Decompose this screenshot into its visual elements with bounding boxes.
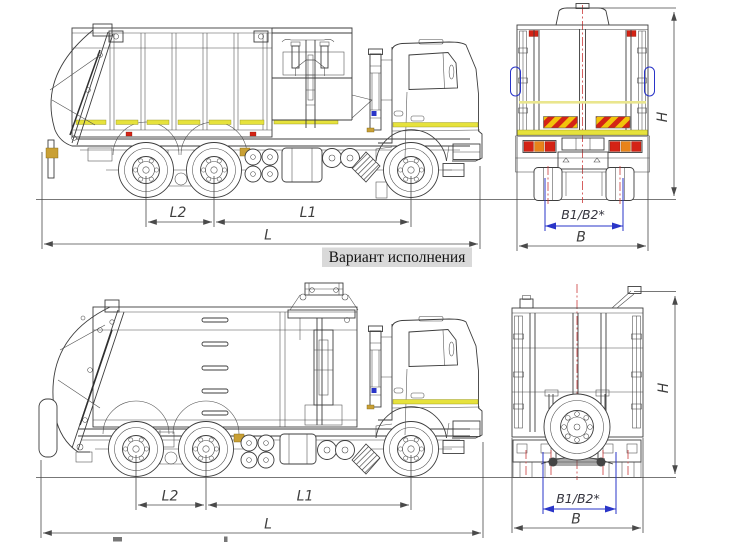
caption: Вариант исполнения — [322, 247, 472, 267]
grab-handle-right — [644, 66, 655, 97]
caption-text: Вариант исполнения — [329, 249, 466, 266]
hazard-stripe-panel-left — [543, 116, 578, 129]
dim-label-l2-top: L2 — [170, 205, 187, 221]
variant-2-side-view — [38, 282, 483, 477]
battery-box-hatched — [351, 151, 381, 183]
grab-handle-left — [510, 66, 521, 97]
refuse-body-v1 — [71, 27, 273, 138]
variant-1-dimensions: L2 L1 L B B1/B2* H — [41, 7, 677, 251]
dim-label-l1-top: L1 — [300, 205, 317, 221]
manipulator-loader-v2 — [287, 282, 359, 426]
spare-wheel — [543, 393, 611, 461]
dim-label-l2-bottom: L2 — [162, 489, 179, 505]
tailgate-v2 — [38, 299, 125, 463]
rear-yellow-strip — [517, 129, 648, 136]
variant-1-rear-view — [510, 3, 655, 204]
variant-1-side-view — [45, 23, 483, 199]
dim-label-b-bottom: B — [571, 512, 581, 528]
dim-label-l1-bottom: L1 — [297, 489, 314, 505]
dim-label-h-bottom: H — [656, 382, 672, 393]
cropped-footnote-marks — [113, 536, 228, 542]
marker-lamp-right — [626, 30, 637, 37]
dim-label-b-top: B — [576, 230, 586, 246]
battery-box-hatched-v2 — [351, 443, 381, 475]
rear-mudflap-board — [38, 398, 58, 458]
refuse-body-v2 — [92, 306, 358, 428]
dim-label-h-top: H — [655, 111, 671, 122]
caption-highlight — [322, 247, 472, 267]
hazard-stripe-panel-right — [595, 116, 631, 129]
portal-loader-v1 — [272, 27, 373, 128]
dim-label-b1b2-top: B1/B2* — [561, 207, 605, 222]
variant-2-rear-view — [511, 284, 644, 480]
tailgate-v1 — [45, 23, 114, 179]
marker-lamp-left — [528, 30, 539, 37]
dim-label-l-bottom: L — [264, 517, 272, 533]
body-slats-v2 — [201, 317, 229, 416]
dim-label-b1b2-bottom: B1/B2* — [556, 491, 600, 506]
variant-2-dimensions: L2 L1 L B B1/B2* H — [40, 291, 678, 538]
dim-label-l-top: L — [264, 228, 272, 244]
